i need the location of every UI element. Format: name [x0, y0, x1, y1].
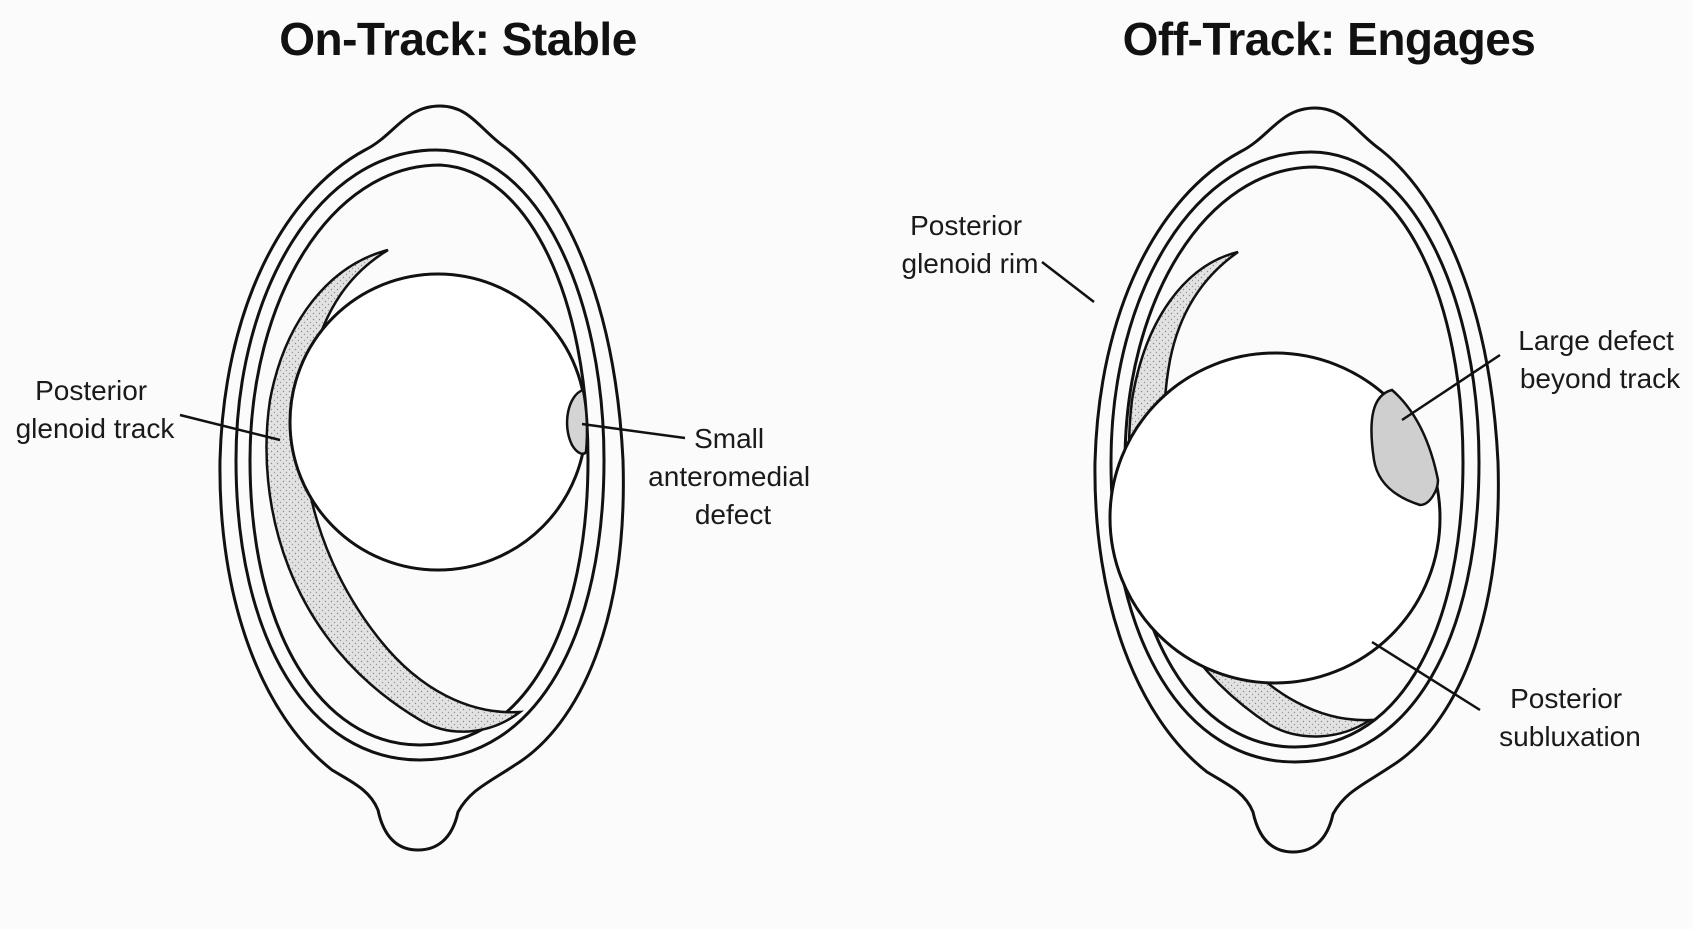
left-defect-label-line1: Small — [694, 423, 764, 454]
right-sublux-label-line2: subluxation — [1499, 721, 1641, 752]
right-humeral-head — [1108, 351, 1442, 685]
left-defect-label-line2: anteromedial — [648, 461, 810, 492]
off-track-diagram: Posterior glenoid rim Large defect beyon… — [902, 106, 1681, 854]
left-defect-label-line3: defect — [695, 499, 771, 530]
left-glenoid-outline — [218, 104, 625, 852]
right-articular-surface — [1123, 165, 1465, 749]
right-rim-label: Posterior glenoid rim — [902, 210, 1039, 279]
right-large-defect — [1370, 388, 1440, 507]
off-track-title: Off-Track: Engages — [1122, 13, 1536, 65]
right-rim-label-line2: glenoid rim — [902, 248, 1039, 279]
right-sublux-leader — [1371, 640, 1481, 712]
left-small-defect — [565, 388, 589, 455]
right-sublux-label: Posterior subluxation — [1499, 683, 1641, 752]
on-track-diagram: Posterior glenoid track Small anteromedi… — [16, 104, 818, 852]
right-rim-label-line1: Posterior — [910, 210, 1022, 241]
right-glenoid-inner-rim — [1109, 150, 1481, 764]
left-track-label-line1: Posterior — [35, 375, 147, 406]
right-defect-label-line2: beyond track — [1520, 363, 1681, 394]
right-defect-leader — [1401, 353, 1501, 422]
right-defect-label-line1: Large defect — [1518, 325, 1674, 356]
left-track-label-line2: glenoid track — [16, 413, 176, 444]
left-track-label: Posterior glenoid track — [16, 375, 176, 444]
right-glenoid-outline — [1093, 106, 1500, 854]
left-defect-leader — [581, 422, 686, 440]
left-articular-surface — [248, 163, 590, 747]
right-rim-leader — [1041, 261, 1095, 303]
left-track-leader — [179, 413, 281, 442]
right-sublux-label-line1: Posterior — [1510, 683, 1622, 714]
left-glenoid-inner-rim — [234, 148, 606, 762]
right-defect-label: Large defect beyond track — [1518, 325, 1681, 394]
left-defect-label: Small anteromedial defect — [648, 423, 818, 530]
on-track-title: On-Track: Stable — [279, 13, 637, 65]
left-humeral-head — [288, 272, 588, 572]
